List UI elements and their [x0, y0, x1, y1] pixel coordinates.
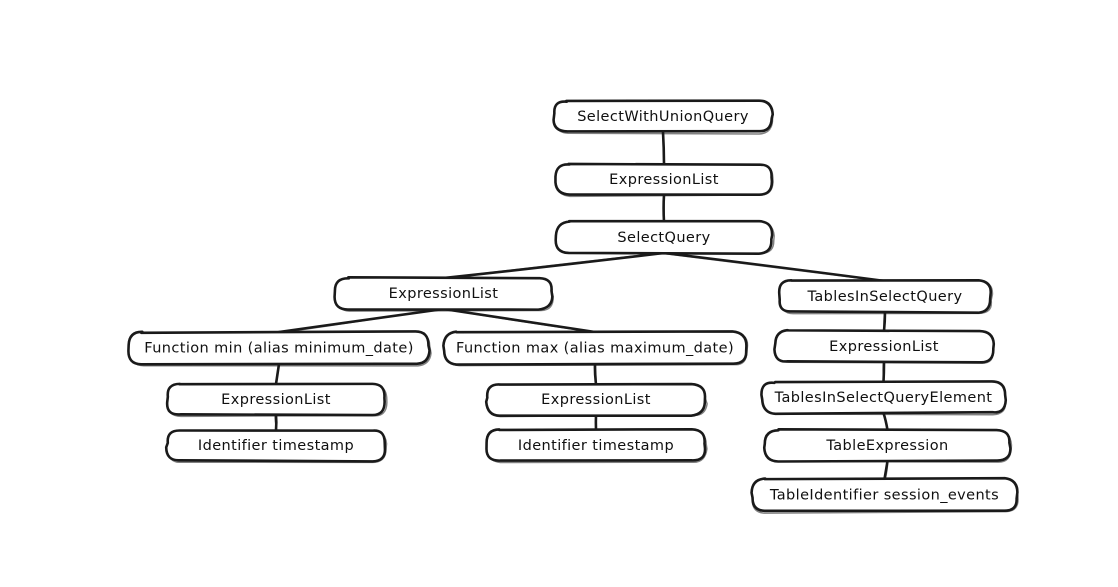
edge-n5-n8	[274, 362, 281, 386]
ast-node[interactable]: Function min (alias minimum_date)	[127, 330, 432, 367]
ast-node[interactable]: Identifier timestamp	[485, 427, 708, 464]
node-label: Identifier timestamp	[198, 438, 354, 454]
node-label: ExpressionList	[221, 392, 331, 408]
ast-node[interactable]: TablesInSelectQueryElement	[760, 380, 1008, 416]
ast-node[interactable]: ExpressionList	[773, 328, 996, 364]
edge-n10-n13	[882, 411, 889, 432]
node-box[interactable]	[777, 279, 992, 315]
node-label: SelectQuery	[617, 230, 710, 246]
edge-n1-n2	[662, 193, 666, 224]
ast-node[interactable]: Identifier timestamp	[164, 429, 388, 464]
node-label: ExpressionList	[829, 339, 939, 355]
ast-node[interactable]: Function max (alias maximum_date)	[442, 330, 749, 367]
edge-n2-n4	[662, 251, 887, 283]
ast-node[interactable]: ExpressionList	[333, 275, 554, 312]
node-box[interactable]	[750, 476, 1019, 513]
edge-n7-n10	[882, 360, 886, 384]
ast-node[interactable]: TableExpression	[762, 428, 1013, 463]
node-label: TableIdentifier session_events	[769, 488, 999, 504]
ast-node[interactable]: SelectQuery	[554, 219, 775, 255]
edge-n8-n11	[274, 413, 278, 432]
edge-n2-n3	[442, 251, 666, 280]
node-label: Function max (alias maximum_date)	[456, 341, 734, 357]
ast-node[interactable]: ExpressionList	[554, 162, 774, 198]
node-label: TablesInSelectQuery	[807, 289, 963, 305]
ast-node[interactable]: TableIdentifier session_events	[750, 476, 1019, 514]
ast-node[interactable]: TablesInSelectQuery	[777, 279, 994, 315]
node-label: Identifier timestamp	[518, 438, 674, 454]
nodes-layer: SelectWithUnionQueryExpressionListSelect…	[127, 99, 1019, 514]
node-box[interactable]	[485, 427, 707, 462]
node-box[interactable]	[442, 330, 748, 366]
node-label: ExpressionList	[541, 392, 651, 408]
node-box[interactable]	[773, 328, 996, 364]
edge-n4-n7	[882, 310, 887, 333]
node-label: TableExpression	[825, 438, 948, 454]
node-label: TablesInSelectQueryElement	[774, 390, 993, 406]
ast-node[interactable]: ExpressionList	[165, 382, 388, 418]
edge-n6-n9	[593, 362, 598, 386]
ast-node[interactable]: SelectWithUnionQuery	[552, 99, 775, 135]
node-box[interactable]	[554, 219, 774, 255]
node-box[interactable]	[762, 428, 1012, 463]
edge-n3-n6	[442, 307, 597, 334]
node-box[interactable]	[760, 380, 1008, 416]
node-box[interactable]	[552, 99, 775, 133]
node-label: Function min (alias minimum_date)	[144, 341, 414, 357]
node-box[interactable]	[165, 382, 386, 417]
ast-node[interactable]: ExpressionList	[484, 382, 708, 418]
edge-n3-n5	[277, 307, 445, 334]
node-box[interactable]	[164, 429, 387, 463]
node-box[interactable]	[554, 162, 774, 196]
node-box[interactable]	[127, 330, 431, 366]
node-box[interactable]	[484, 382, 707, 418]
edge-n13-n14	[883, 459, 889, 481]
node-label: ExpressionList	[389, 286, 499, 302]
node-label: SelectWithUnionQuery	[577, 109, 749, 125]
edge-n0-n1	[661, 130, 666, 166]
edges-layer	[274, 130, 889, 481]
node-label: ExpressionList	[609, 172, 719, 188]
node-box[interactable]	[333, 275, 554, 311]
